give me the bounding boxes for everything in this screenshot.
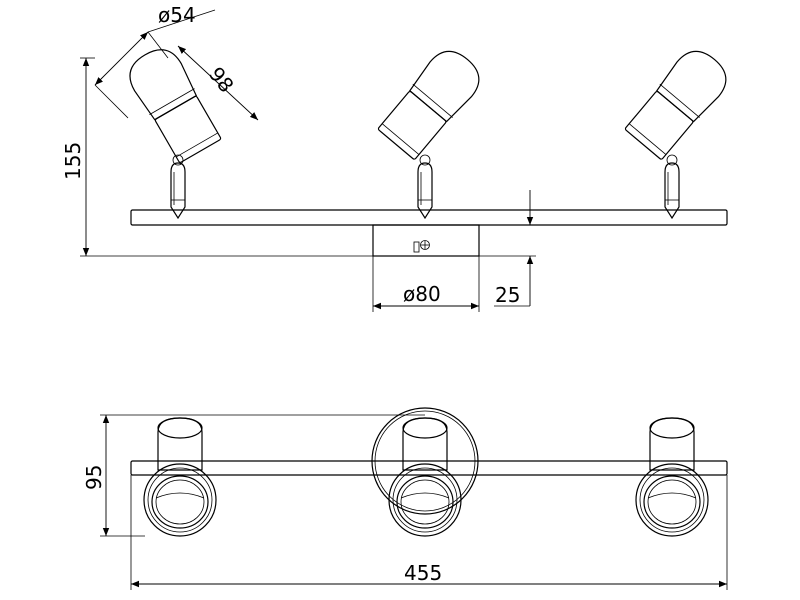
top-view: 95 455 [82, 407, 728, 590]
dim-label-shade-length: 98 [204, 62, 239, 97]
top-spot-left [143, 417, 217, 537]
top-spot-center [388, 417, 462, 537]
dim-depth: 95 [82, 414, 425, 537]
dim-total-width: 455 [130, 475, 728, 590]
dim-bar-arrow [479, 190, 536, 226]
side-spot-center [377, 50, 480, 220]
top-bar [130, 460, 728, 476]
side-spot-right [624, 50, 727, 220]
dim-base-diameter: ø80 [372, 256, 480, 312]
dim-base-height: 25 [479, 255, 536, 307]
side-spot-left [129, 49, 222, 220]
top-spot-right [635, 417, 709, 537]
dim-label-shade-diameter: ø54 [158, 3, 196, 27]
dim-label-base-diameter: ø80 [403, 282, 441, 306]
dim-total-height: 155 [61, 57, 373, 257]
dim-label-base-height: 25 [495, 283, 520, 307]
dim-label-total-height: 155 [61, 142, 85, 180]
dim-label-depth: 95 [82, 465, 106, 490]
side-base [372, 224, 480, 257]
side-view: ø54 98 155 ø80 [61, 3, 728, 312]
dim-label-total-width: 455 [404, 561, 442, 585]
dim-shade-diameter: ø54 [94, 3, 216, 119]
side-screw-icon [413, 240, 430, 253]
